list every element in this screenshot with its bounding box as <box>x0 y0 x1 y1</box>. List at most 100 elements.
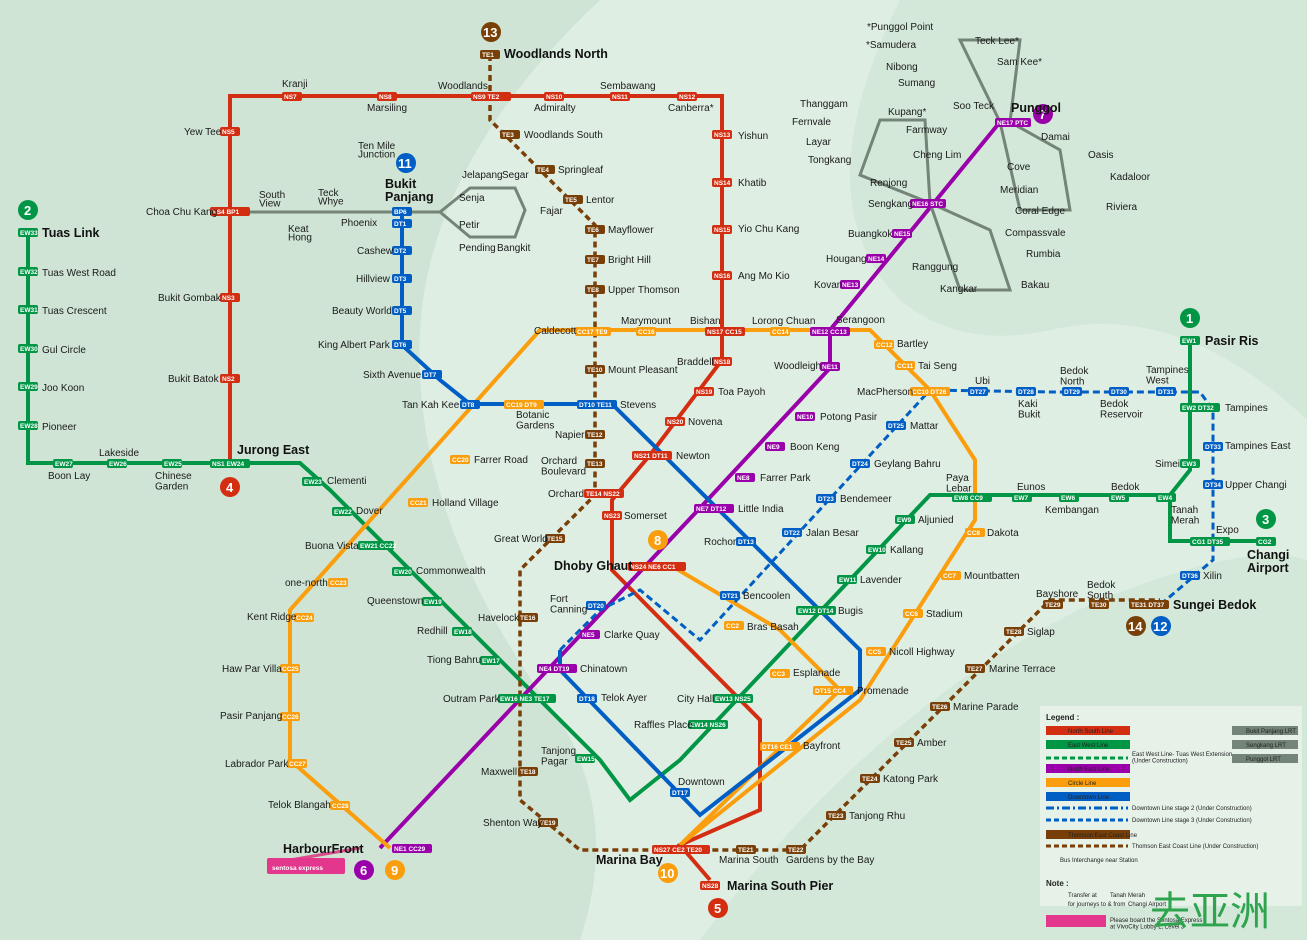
svg-text:Marina South: Marina South <box>719 855 778 866</box>
watermark: 去亚洲 <box>1150 889 1270 935</box>
svg-text:Circle Line: Circle Line <box>1068 781 1097 787</box>
svg-text:CC3: CC3 <box>772 671 785 678</box>
svg-text:CG1 DT35: CG1 DT35 <box>1192 539 1223 546</box>
svg-text:Maxwell: Maxwell <box>481 767 517 778</box>
svg-text:Woodleigh: Woodleigh <box>774 361 821 372</box>
svg-text:EW18: EW18 <box>454 629 472 636</box>
svg-text:DT30: DT30 <box>1111 389 1127 396</box>
svg-text:Orchard: Orchard <box>548 489 584 500</box>
svg-text:EW6: EW6 <box>1061 495 1075 502</box>
svg-text:EW33: EW33 <box>20 230 38 237</box>
svg-text:Lentor: Lentor <box>586 195 615 206</box>
station-badges: EW33 EW32 EW31 EW30 EW29 EW28 EW27 EW26 … <box>18 50 1276 890</box>
svg-text:NS3: NS3 <box>222 295 235 302</box>
svg-text:Bukit Panjang LRT: Bukit Panjang LRT <box>1246 729 1296 735</box>
svg-text:Boon Keng: Boon Keng <box>790 442 840 453</box>
svg-text:TE23: TE23 <box>828 813 844 820</box>
bp-lrt <box>240 186 527 239</box>
svg-text:NE16 STC: NE16 STC <box>912 201 943 208</box>
svg-text:Dakota: Dakota <box>987 528 1019 539</box>
svg-text:*Samudera: *Samudera <box>866 40 916 51</box>
svg-text:Punggol LRT: Punggol LRT <box>1246 757 1281 763</box>
svg-text:Phoenix: Phoenix <box>341 218 377 229</box>
svg-text:NS21 DT11: NS21 DT11 <box>634 453 668 460</box>
svg-text:Siglap: Siglap <box>1027 627 1055 638</box>
svg-text:NS23: NS23 <box>604 513 621 520</box>
svg-text:Upper Thomson: Upper Thomson <box>608 285 680 296</box>
svg-text:Thomson East Coast Line (Unde: Thomson East Coast Line (Under Construct… <box>1132 844 1258 850</box>
svg-text:8: 8 <box>654 533 661 548</box>
svg-text:EW23: EW23 <box>304 479 322 486</box>
svg-text:NS14: NS14 <box>714 180 731 187</box>
svg-text:NE8: NE8 <box>737 475 750 482</box>
svg-text:DT34: DT34 <box>1205 482 1221 489</box>
svg-text:Sembawang: Sembawang <box>600 81 656 92</box>
svg-text:EW21 CC22: EW21 CC22 <box>360 543 397 550</box>
svg-text:NE9: NE9 <box>767 444 780 451</box>
svg-text:Pending: Pending <box>459 243 496 254</box>
svg-text:Kent Ridge: Kent Ridge <box>247 612 297 623</box>
svg-text:Sengkang LRT: Sengkang LRT <box>1246 743 1286 749</box>
svg-text:Cove: Cove <box>1007 162 1031 173</box>
svg-text:Potong Pasir: Potong Pasir <box>820 412 878 423</box>
svg-text:BP6: BP6 <box>394 209 407 216</box>
svg-text:TE24: TE24 <box>862 776 878 783</box>
svg-text:Marymount: Marymount <box>621 316 671 327</box>
svg-text:Mattar: Mattar <box>910 421 939 432</box>
svg-text:Expo: Expo <box>1216 525 1239 536</box>
svg-text:Hillview: Hillview <box>356 274 391 285</box>
svg-text:Marina Bay: Marina Bay <box>596 853 663 867</box>
svg-text:Xilin: Xilin <box>1203 571 1222 582</box>
svg-text:Bakau: Bakau <box>1021 280 1049 291</box>
svg-text:EW14 NS26: EW14 NS26 <box>690 722 726 729</box>
svg-text:CC14: CC14 <box>772 329 789 336</box>
svg-text:Ang Mo Kio: Ang Mo Kio <box>738 271 790 282</box>
svg-text:Rumbia: Rumbia <box>1026 249 1061 260</box>
svg-text:DT21: DT21 <box>722 593 738 600</box>
svg-text:NS2: NS2 <box>222 376 235 383</box>
svg-text:NS10: NS10 <box>546 94 563 101</box>
svg-text:Marsiling: Marsiling <box>367 103 407 114</box>
svg-text:Oasis: Oasis <box>1088 150 1114 161</box>
svg-text:Aljunied: Aljunied <box>918 515 954 526</box>
svg-text:Jelapang: Jelapang <box>462 170 503 181</box>
svg-text:Eunos: Eunos <box>1017 482 1045 493</box>
svg-text:Haw Par Villa: Haw Par Villa <box>222 664 282 675</box>
svg-text:Farrer Park: Farrer Park <box>760 473 812 484</box>
svg-text:Farmway: Farmway <box>906 125 947 136</box>
svg-text:Bedok: Bedok <box>1111 482 1140 493</box>
background-swirl <box>0 0 600 940</box>
svg-text:CG2: CG2 <box>1258 539 1272 546</box>
svg-text:Bras Basah: Bras Basah <box>747 622 799 633</box>
svg-text:Esplanade: Esplanade <box>793 668 841 679</box>
svg-text:Mount Pleasant: Mount Pleasant <box>608 365 678 376</box>
svg-text:NS9 TE2: NS9 TE2 <box>473 94 500 101</box>
svg-text:NS19: NS19 <box>696 389 713 396</box>
svg-text:NS28: NS28 <box>702 883 719 890</box>
svg-text:Tai Seng: Tai Seng <box>918 361 957 372</box>
svg-text:Bukit Batok: Bukit Batok <box>168 374 220 385</box>
svg-text:NS27 CE2 TE20: NS27 CE2 TE20 <box>654 847 702 854</box>
svg-text:Telok Blangah: Telok Blangah <box>268 800 331 811</box>
svg-text:CC20: CC20 <box>452 457 469 464</box>
svg-text:Upper Changi: Upper Changi <box>1225 480 1287 491</box>
svg-text:NS16: NS16 <box>714 273 731 280</box>
svg-text:CC8: CC8 <box>967 530 980 537</box>
svg-text:Yishun: Yishun <box>738 131 768 142</box>
svg-text:13: 13 <box>483 25 497 40</box>
svg-text:CC2: CC2 <box>726 623 739 630</box>
svg-text:TE3: TE3 <box>502 132 514 139</box>
svg-text:Changi Airport: Changi Airport <box>1128 902 1166 908</box>
svg-text:Newton: Newton <box>676 451 710 462</box>
svg-text:TE5: TE5 <box>565 197 577 204</box>
svg-text:Sungei Bedok: Sungei Bedok <box>1173 598 1256 612</box>
svg-text:Bendemeer: Bendemeer <box>840 494 892 505</box>
svg-text:TE26: TE26 <box>932 704 948 711</box>
svg-text:Toa Payoh: Toa Payoh <box>718 387 765 398</box>
svg-text:Kovan: Kovan <box>814 280 842 291</box>
svg-text:Note :: Note : <box>1046 879 1069 888</box>
